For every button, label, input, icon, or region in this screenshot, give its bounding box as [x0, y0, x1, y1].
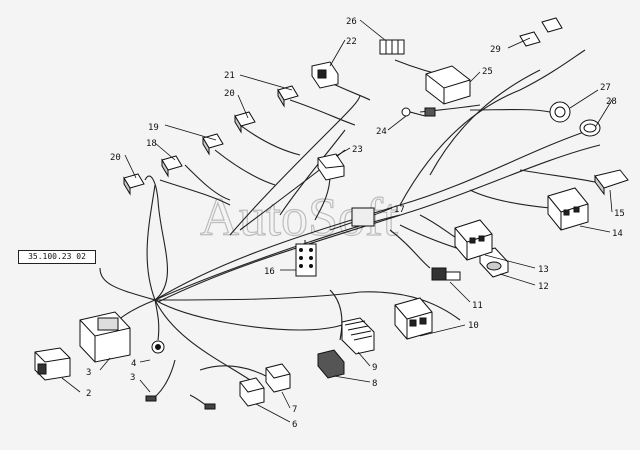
connector-13 [454, 219, 493, 261]
connector-26 [379, 39, 405, 55]
connector-2 [34, 347, 71, 381]
connector-23 [317, 153, 345, 181]
callout-label-14: 14 [612, 229, 623, 239]
wire-up-18 [146, 184, 156, 301]
connector-22 [311, 61, 339, 89]
wire-to-8 [329, 289, 343, 341]
callout-label-4: 4 [131, 359, 136, 369]
wire-to-21b [289, 99, 356, 126]
callout-label-7: 7 [292, 405, 297, 415]
connector-6 [239, 377, 265, 407]
callout-label-10: 10 [468, 321, 479, 331]
connector-3 [79, 311, 131, 363]
wire-to-9 [154, 299, 356, 331]
sensor-27 [549, 101, 571, 123]
wire-to-19 [279, 129, 346, 216]
wire-to-27 [469, 108, 551, 113]
wire-to-6 [154, 299, 251, 381]
wire-to-21 [229, 94, 361, 236]
trunk-main-wire [154, 129, 591, 301]
connector-14 [547, 187, 589, 231]
callout-label-3: 3 [130, 373, 135, 383]
wire-to-5 [149, 359, 176, 401]
callout-label-29: 29 [490, 45, 501, 55]
callout-label-13: 13 [538, 265, 549, 275]
connector-15 [594, 169, 629, 196]
wire-to-15 [519, 169, 596, 183]
callout-label-20: 20 [224, 89, 235, 99]
callout-label-12: 12 [538, 282, 549, 292]
callout-label-20: 20 [110, 153, 121, 163]
relay-25 [425, 65, 471, 105]
wire-to-7 [199, 365, 271, 379]
connector-20b [234, 111, 256, 134]
connector-7 [265, 363, 291, 393]
connector-18 [161, 155, 183, 178]
wire-up-left [144, 175, 169, 301]
connector-10 [394, 297, 433, 340]
wire-to-10 [154, 291, 461, 321]
callout-label-6: 6 [292, 420, 297, 430]
callout-label-23: 23 [352, 145, 363, 155]
callout-label-8: 8 [372, 379, 377, 389]
connector-29 [519, 17, 563, 47]
ring-terminal-24 [401, 107, 436, 117]
ring-28 [579, 119, 601, 137]
callout-label-28: 28 [606, 97, 617, 107]
callout-label-9: 9 [372, 363, 377, 373]
connector-21 [277, 85, 299, 108]
wire-to-20c [239, 124, 301, 156]
terminal-5 [145, 395, 216, 410]
wire-to-11 [389, 229, 431, 269]
wire-to-18 [184, 164, 231, 201]
connector-17 [351, 207, 375, 227]
connector-16 [295, 243, 317, 277]
wire-to-29 [399, 49, 586, 206]
trunk-second-wire [157, 144, 601, 303]
connector-11 [431, 267, 461, 281]
callout-label-24: 24 [376, 127, 387, 137]
callout-label-15: 15 [614, 209, 625, 219]
wire-to-19b [214, 149, 276, 186]
callout-label-11: 11 [472, 301, 483, 311]
callout-label-26: 26 [346, 17, 357, 27]
wire-to-23 [314, 174, 331, 221]
callout-label-2: 2 [86, 389, 91, 399]
connector-9 [341, 317, 375, 355]
wire-to-4 [154, 299, 160, 341]
wire-to-ref [99, 267, 156, 301]
callout-label-16: 16 [264, 267, 275, 277]
callout-label-25: 25 [482, 67, 493, 77]
callout-label-17: 17 [394, 205, 405, 215]
callout-label-3: 3 [86, 368, 91, 378]
wire-to-20a [159, 179, 231, 206]
connector-20a [123, 173, 145, 196]
reference-number-box: 35.100.23 02 [18, 250, 96, 264]
callout-label-18: 18 [146, 139, 157, 149]
callout-label-21: 21 [224, 71, 235, 81]
callout-label-27: 27 [600, 83, 611, 93]
callout-label-19: 19 [148, 123, 159, 133]
callout-label-22: 22 [346, 37, 357, 47]
wire-to-14 [469, 189, 551, 209]
connector-8 [317, 349, 345, 379]
